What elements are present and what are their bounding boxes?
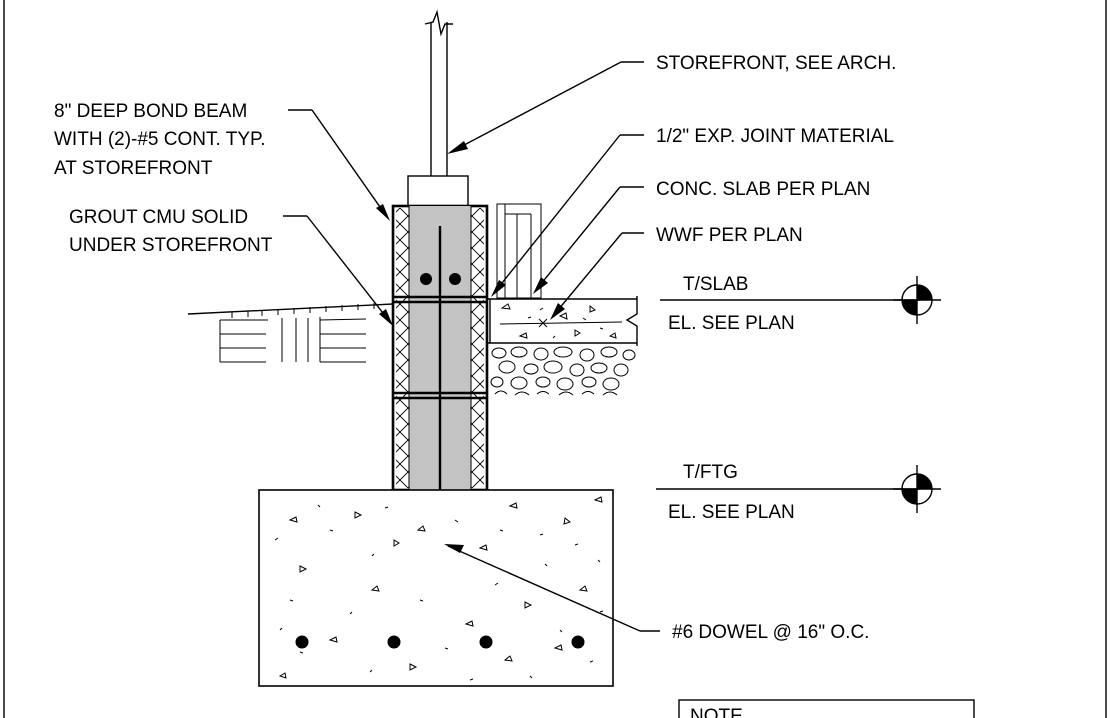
footing [258, 489, 614, 687]
bond-beam-rebar [420, 273, 432, 285]
slab-elevation-label: EL. SEE PLAN [668, 313, 795, 334]
slab-elevation-marker: T/SLAB EL. SEE PLAN [660, 274, 941, 334]
leader-dowel [444, 544, 660, 632]
storefront-sill [496, 203, 542, 299]
leader-bond-beam [288, 109, 390, 221]
exp-joint-label: 1/2" EXP. JOINT MATERIAL [656, 126, 894, 147]
leader-slab [533, 186, 644, 294]
leader-wwf [550, 232, 644, 320]
storefront-mullion [407, 9, 469, 207]
exterior-grade [187, 303, 394, 363]
bond-beam-label-line3: AT STOREFRONT [54, 158, 213, 179]
storefront-label: STOREFRONT, SEE ARCH. [656, 53, 896, 74]
wwf-label: WWF PER PLAN [656, 225, 803, 246]
footing-rebar [479, 635, 493, 649]
footing-elevation-label: EL. SEE PLAN [668, 502, 795, 523]
footing-rebar [387, 635, 401, 649]
leader-exp-joint [491, 134, 644, 297]
bond-beam-label-line1: 8" DEEP BOND BEAM [54, 101, 247, 122]
leader-storefront [447, 61, 644, 154]
grout-label-line1: GROUT CMU SOLID [69, 207, 248, 228]
dowel-label: #6 DOWEL @ 16" O.C. [672, 622, 869, 643]
leader-grout [283, 215, 393, 326]
gravel-base [490, 346, 636, 396]
slab-label: CONC. SLAB PER PLAN [656, 179, 870, 200]
bond-beam-rebar [449, 273, 461, 285]
bond-beam-label-line2: WITH (2)-#5 CONT. TYP. [54, 129, 266, 150]
footing-elevation-marker: T/FTG EL. SEE PLAN [656, 462, 941, 523]
wwf-line [499, 321, 623, 325]
concrete-slab [487, 296, 638, 346]
footing-rebar [295, 635, 309, 649]
note-heading: NOTE [690, 706, 743, 718]
footing-rebar [571, 635, 585, 649]
grout-label-line2: UNDER STOREFRONT [69, 235, 273, 256]
note-box: NOTE [678, 699, 975, 718]
slab-top-label: T/SLAB [683, 274, 748, 295]
footing-top-label: T/FTG [683, 462, 738, 483]
